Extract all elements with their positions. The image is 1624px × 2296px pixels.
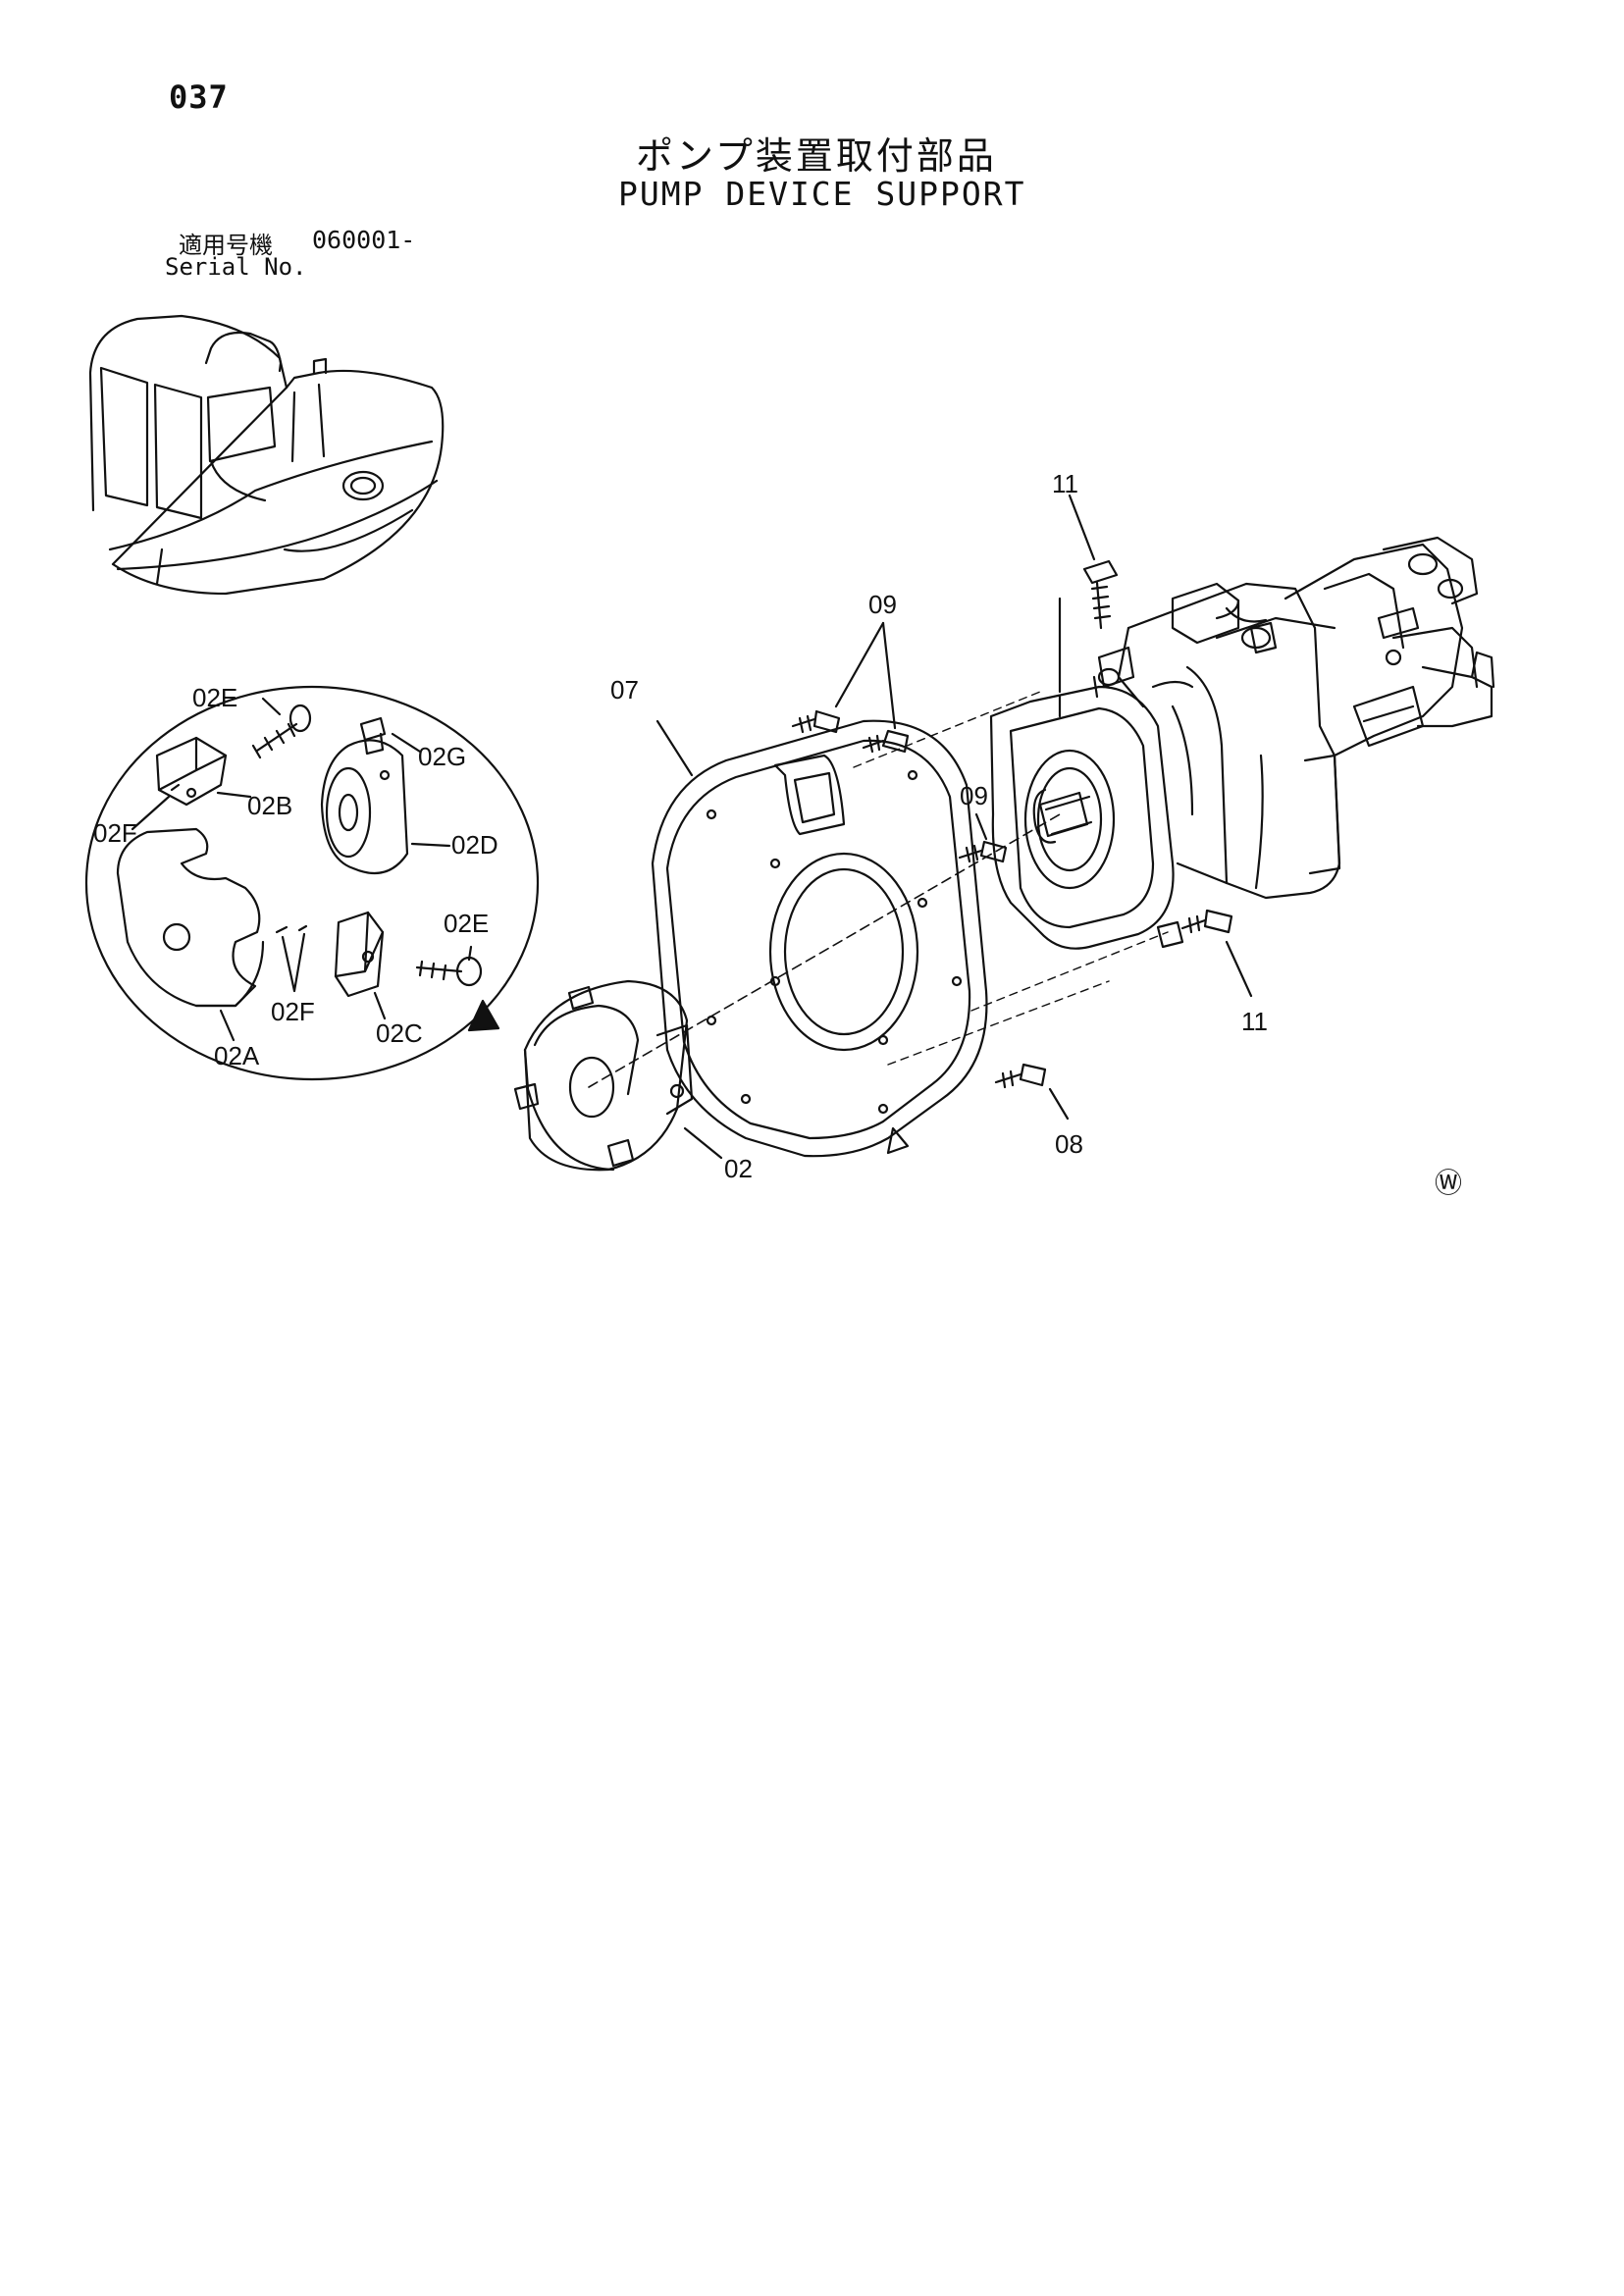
callout-label: 02C bbox=[376, 1018, 423, 1048]
page-title-japanese: ポンプ装置取付部品 bbox=[636, 134, 997, 178]
bolt-09-left bbox=[791, 621, 885, 734]
callout-label: 02E bbox=[444, 909, 489, 938]
page-number: 037 bbox=[169, 78, 229, 116]
bolt-09-right bbox=[862, 621, 910, 754]
serial-number-value: 060001- bbox=[312, 226, 416, 254]
shaft-centerline bbox=[588, 813, 1061, 1088]
excavator-locator-sketch bbox=[88, 314, 445, 596]
callout-label: 02A bbox=[214, 1041, 260, 1070]
alignment-line-2 bbox=[970, 931, 1169, 1012]
callout-label: 02F bbox=[93, 818, 137, 848]
alignment-line-3 bbox=[887, 980, 1110, 1066]
serial-label: Serial No. bbox=[165, 253, 307, 281]
watermark-symbol: Ⓦ bbox=[1435, 1167, 1463, 1199]
bolt-08 bbox=[994, 1063, 1070, 1121]
callout-label: 09 bbox=[960, 781, 988, 810]
flywheel-housing bbox=[651, 719, 988, 1158]
coupling-detail-circle bbox=[84, 685, 540, 1081]
callout-label: 09 bbox=[868, 590, 897, 619]
hydraulic-pump-assembly bbox=[989, 536, 1495, 950]
serial-label-japanese: 適用号機 bbox=[179, 232, 273, 259]
coupling-assembly bbox=[513, 979, 723, 1172]
bolt-11-bottom bbox=[1180, 909, 1253, 998]
bolt-09-center bbox=[958, 812, 1008, 863]
callout-label: 02B bbox=[247, 791, 292, 820]
page-title: PUMP DEVICE SUPPORT bbox=[618, 175, 1026, 213]
callout-label: 02 bbox=[724, 1154, 753, 1183]
callout-label: 02E bbox=[192, 683, 237, 712]
callout-label: 02F bbox=[271, 997, 315, 1026]
alignment-line-1 bbox=[853, 691, 1041, 768]
callout-label: 11 bbox=[1052, 469, 1078, 498]
callout-label: 11 bbox=[1241, 1007, 1268, 1036]
callout-label: 07 bbox=[610, 675, 639, 704]
callout-label: 02D bbox=[451, 830, 498, 860]
bolt-11-top bbox=[1068, 494, 1119, 630]
callout-label: 02G bbox=[418, 742, 466, 771]
callout-label: 08 bbox=[1055, 1129, 1083, 1159]
